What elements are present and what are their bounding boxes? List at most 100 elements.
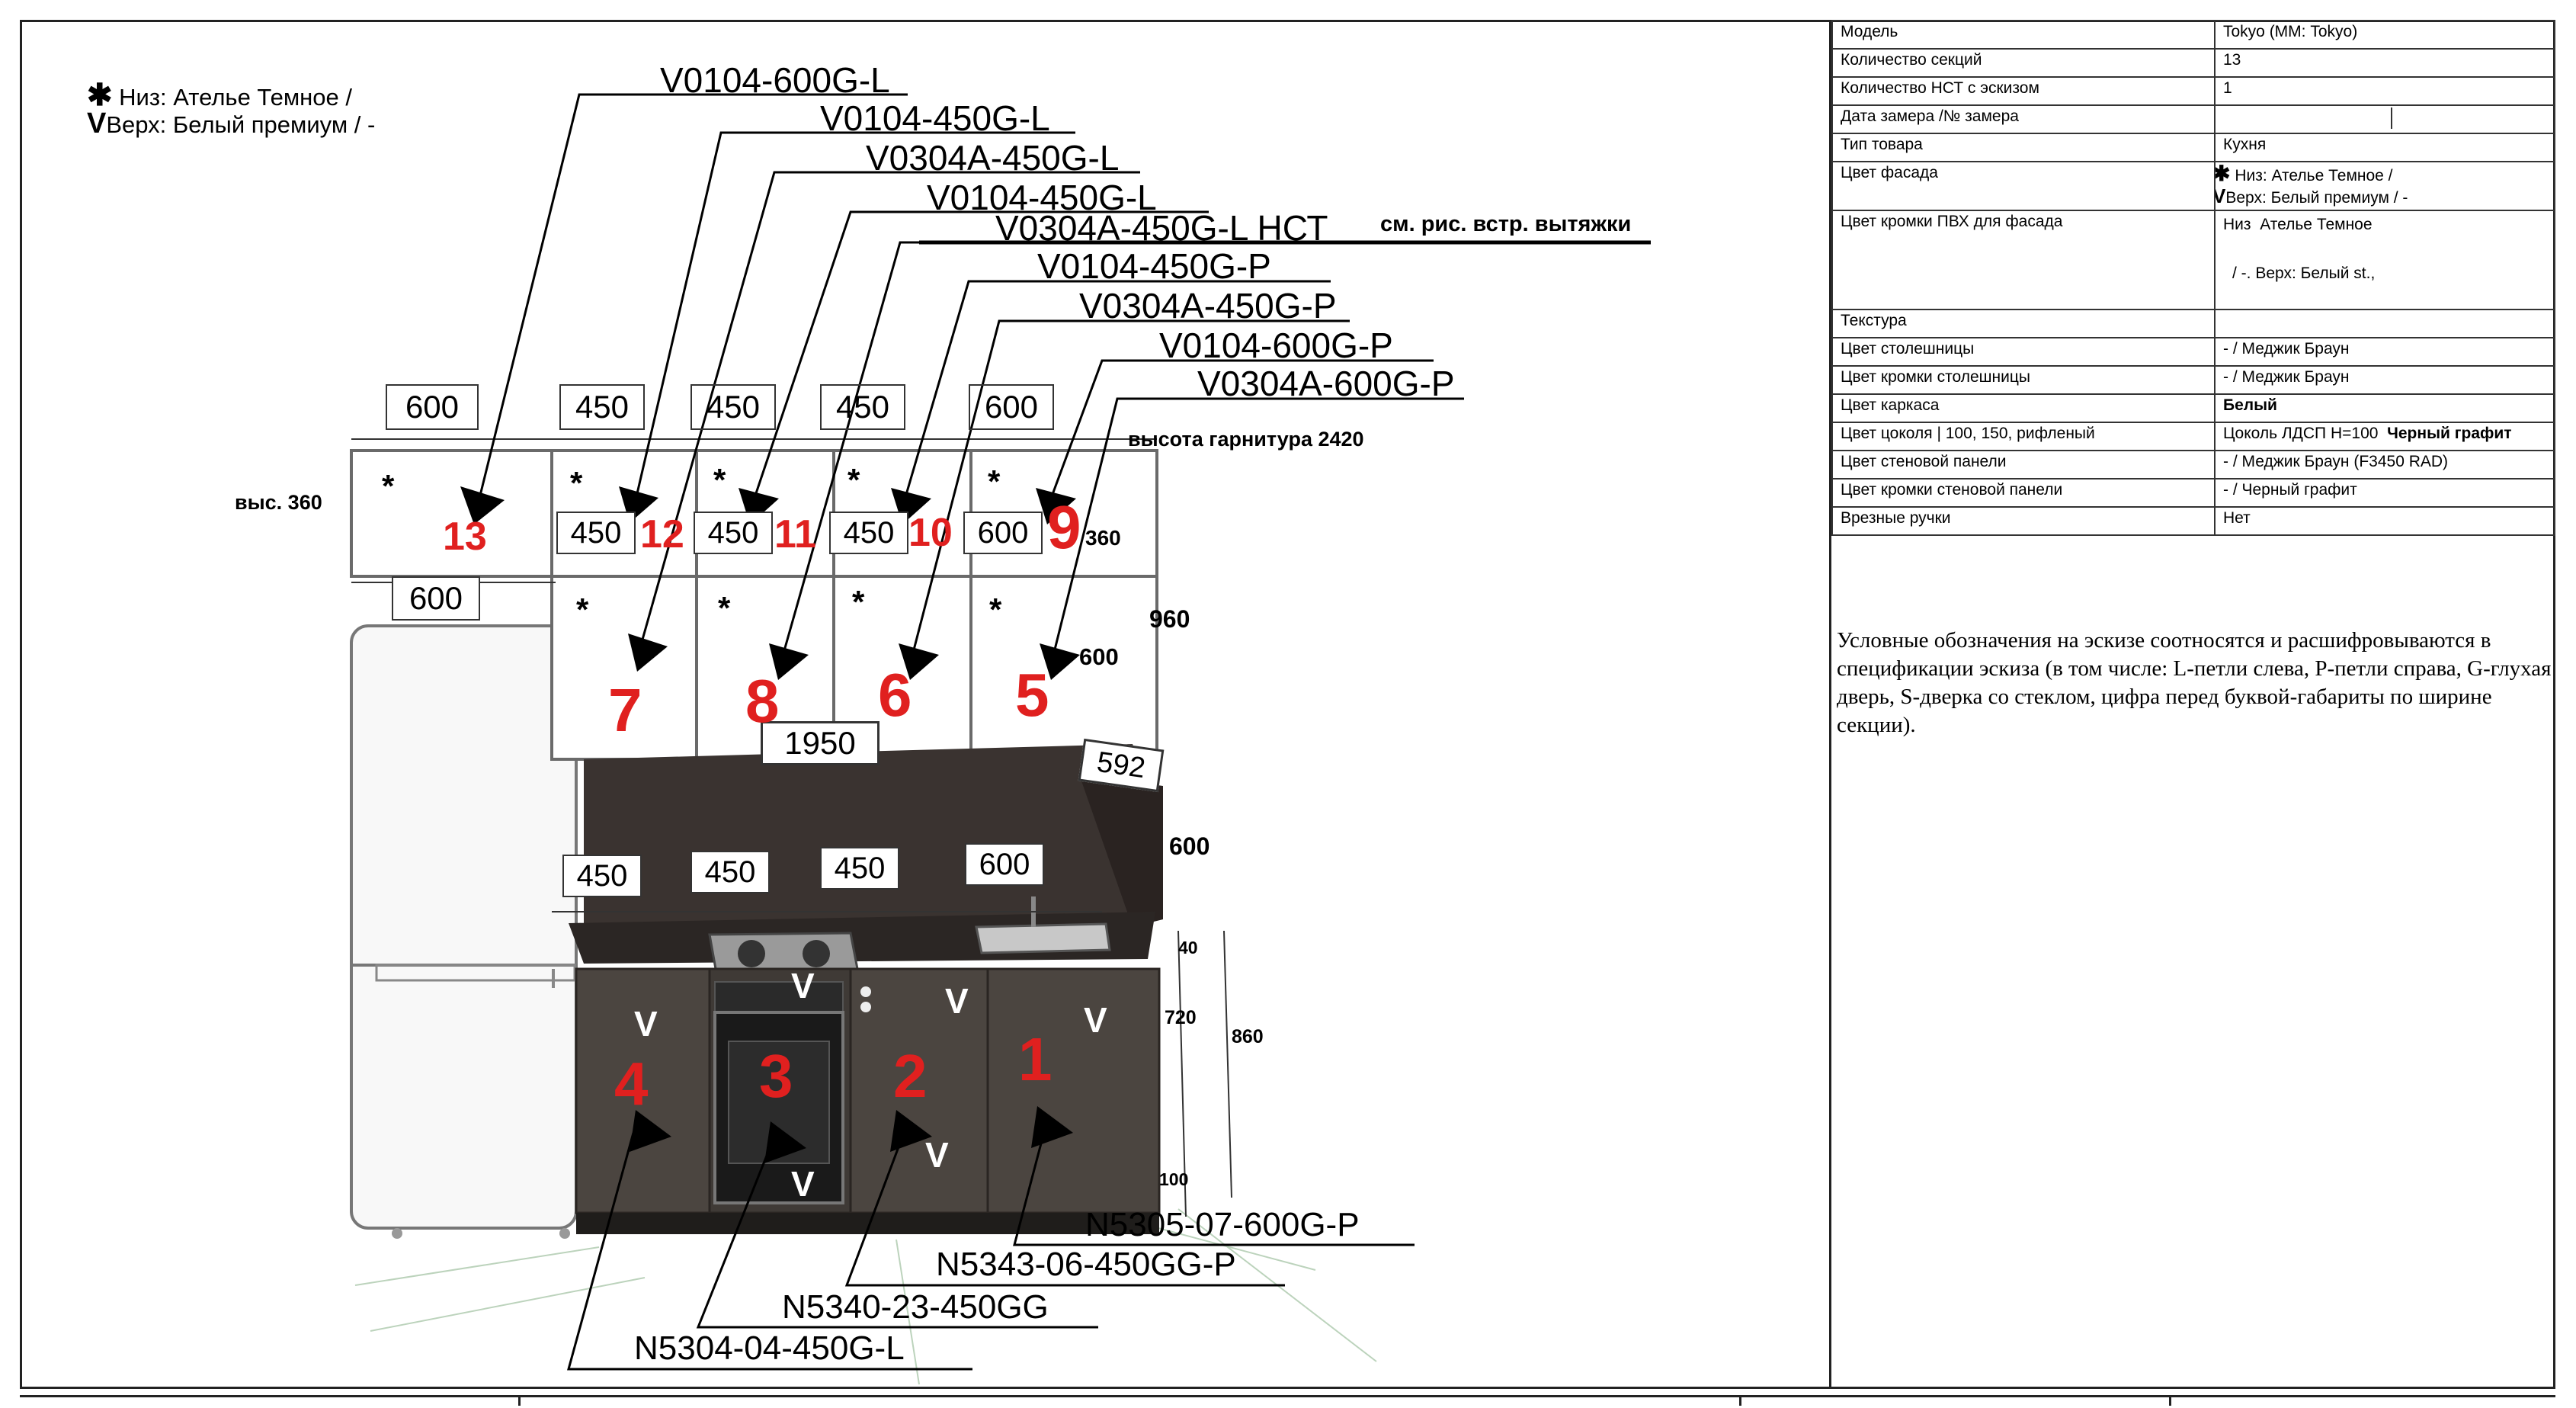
v-mark: V: [791, 1164, 815, 1204]
dimension-lines: [351, 438, 1232, 1217]
v-mark: V: [945, 981, 969, 1021]
height-label: 860: [1232, 1026, 1264, 1047]
star-mark: ✱: [2216, 163, 2230, 185]
callout-6: V0104-450G-P: [1037, 246, 1271, 286]
star-mark: ✱: [87, 79, 113, 112]
callout-8: V0104-600G-P: [1159, 326, 1393, 365]
height-label: 360: [1085, 526, 1121, 550]
section-number: 13: [443, 515, 487, 559]
legend-top-line-b: премиум / -: [251, 111, 376, 138]
star-mark: *: [988, 463, 1001, 499]
spec-label: Тип товара: [1831, 133, 2216, 162]
spec-label: Модель: [1831, 20, 2216, 50]
star-mark: *: [570, 465, 583, 501]
backsplash-side: [1079, 775, 1163, 927]
set-height-note: высота гарнитура 2420: [1128, 428, 1364, 451]
bottom-title-strip: [20, 1395, 2555, 1408]
callout-bottom-2: N5343-06-450GG-P: [936, 1246, 1236, 1283]
hob: [708, 932, 860, 979]
spec-label: Цвет столешницы: [1831, 337, 2216, 367]
callout-9: V0304A-600G-P: [1197, 364, 1455, 403]
kitchen-sketch: ✱ Низ: Ателье Темное / VВерх: Белый прем…: [20, 20, 1830, 1389]
height-label: 960: [1149, 605, 1190, 633]
spec-value: [2214, 104, 2555, 134]
section-number: 6: [878, 661, 912, 729]
spec-value: - / Меджик Браун (F3450 RAD): [2214, 450, 2555, 479]
edge-top-value: / -. Верх: Белый st.,: [2232, 265, 2376, 282]
spec-value: Белый: [2214, 393, 2555, 423]
strip-divider: [518, 1395, 521, 1406]
width-box: 600: [386, 384, 479, 430]
backsplash: [584, 744, 1155, 923]
edge-bottom-label: Низ: [2223, 216, 2251, 233]
spec-value: Цоколь ЛДСП Н=100 Черный графит: [2214, 422, 2555, 451]
callout-2: V0104-450G-L: [820, 98, 1050, 138]
fridge-width-box: 600: [392, 576, 480, 621]
section-number: 12: [640, 512, 684, 556]
star-mark: *: [713, 462, 726, 498]
width-box: 450: [829, 512, 908, 554]
floor-lines: [354, 1208, 1377, 1385]
section-number: 10: [908, 511, 953, 555]
total-width-box: 1950: [761, 721, 879, 765]
spec-label: Цвет кромки столешницы: [1831, 365, 2216, 395]
edge-bottom-value: Ателье Темное: [2260, 216, 2373, 233]
height-label: 720: [1165, 1007, 1197, 1028]
spec-row: Дата замера /№ замера: [1831, 104, 2555, 134]
spec-label: Дата замера /№ замера: [1831, 104, 2216, 134]
spec-row: Цвет фасада✱ Низ: Ателье Темное /VВерх: …: [1831, 161, 2555, 211]
spec-value: - / Меджик Браун: [2214, 337, 2555, 367]
callout-bottom-1: N5305-07-600G-P: [1085, 1206, 1360, 1243]
spec-label: Количество НСТ с эскизом: [1831, 76, 2216, 106]
spec-row: Текстура: [1831, 309, 2555, 338]
star-mark: *: [576, 592, 589, 627]
facade-top: Верх: Белый: [2225, 189, 2320, 207]
section-number: 11: [774, 512, 816, 556]
spec-value-bold: Черный графит: [2387, 425, 2512, 442]
width-box: 600: [963, 512, 1043, 554]
facade-legend: ✱ Низ: Ателье Темное / VВерх: Белый прем…: [87, 79, 376, 140]
height-label: выс. 360: [235, 491, 322, 514]
section-number: 5: [1015, 661, 1049, 729]
star-mark: *: [847, 462, 860, 498]
v-mark: V: [2216, 184, 2225, 207]
callout-1: V0104-600G-L: [660, 60, 890, 100]
spec-value-text: Цоколь ЛДСП Н=100: [2223, 425, 2379, 442]
width-box: 600: [965, 843, 1044, 886]
spec-label: Врезные ручки: [1831, 506, 2216, 536]
legend-paragraph: Условные обозначения на эскизе соотносят…: [1837, 628, 2552, 737]
section-number: 7: [608, 676, 642, 744]
height-label: 600: [1169, 832, 1210, 860]
spec-value: Нет: [2214, 506, 2555, 536]
section-number: 2: [893, 1042, 928, 1110]
panel-divider: [1829, 20, 1831, 1389]
width-box: 450: [690, 851, 770, 893]
section-number: 1: [1018, 1025, 1053, 1093]
spec-value: ✱ Низ: Ателье Темное /VВерх: Белый преми…: [2214, 161, 2555, 211]
legend-top-line: Верх: Белый: [106, 111, 245, 138]
v-mark: V: [87, 107, 107, 140]
v-mark: V: [634, 1004, 658, 1044]
star-mark: *: [852, 584, 865, 620]
spec-label: Цвет стеновой панели: [1831, 450, 2216, 479]
callout-7: V0304A-450G-P: [1079, 286, 1337, 326]
v-mark: V: [1084, 1000, 1107, 1040]
width-box: 450: [562, 855, 642, 897]
strip-divider: [1739, 1395, 1741, 1406]
legend-bottom-line: Низ: Ателье Темное /: [119, 84, 353, 111]
spec-value: Tokyo (ММ: Tokyo): [2214, 20, 2555, 50]
width-box: 450: [690, 384, 776, 430]
width-box: 450: [820, 847, 899, 890]
height-label: 40: [1178, 938, 1198, 957]
spec-label: Количество секций: [1831, 48, 2216, 78]
section-number: 4: [614, 1050, 649, 1118]
spec-row: Цвет стеновой панели- / Меджик Браун (F3…: [1831, 450, 2555, 479]
